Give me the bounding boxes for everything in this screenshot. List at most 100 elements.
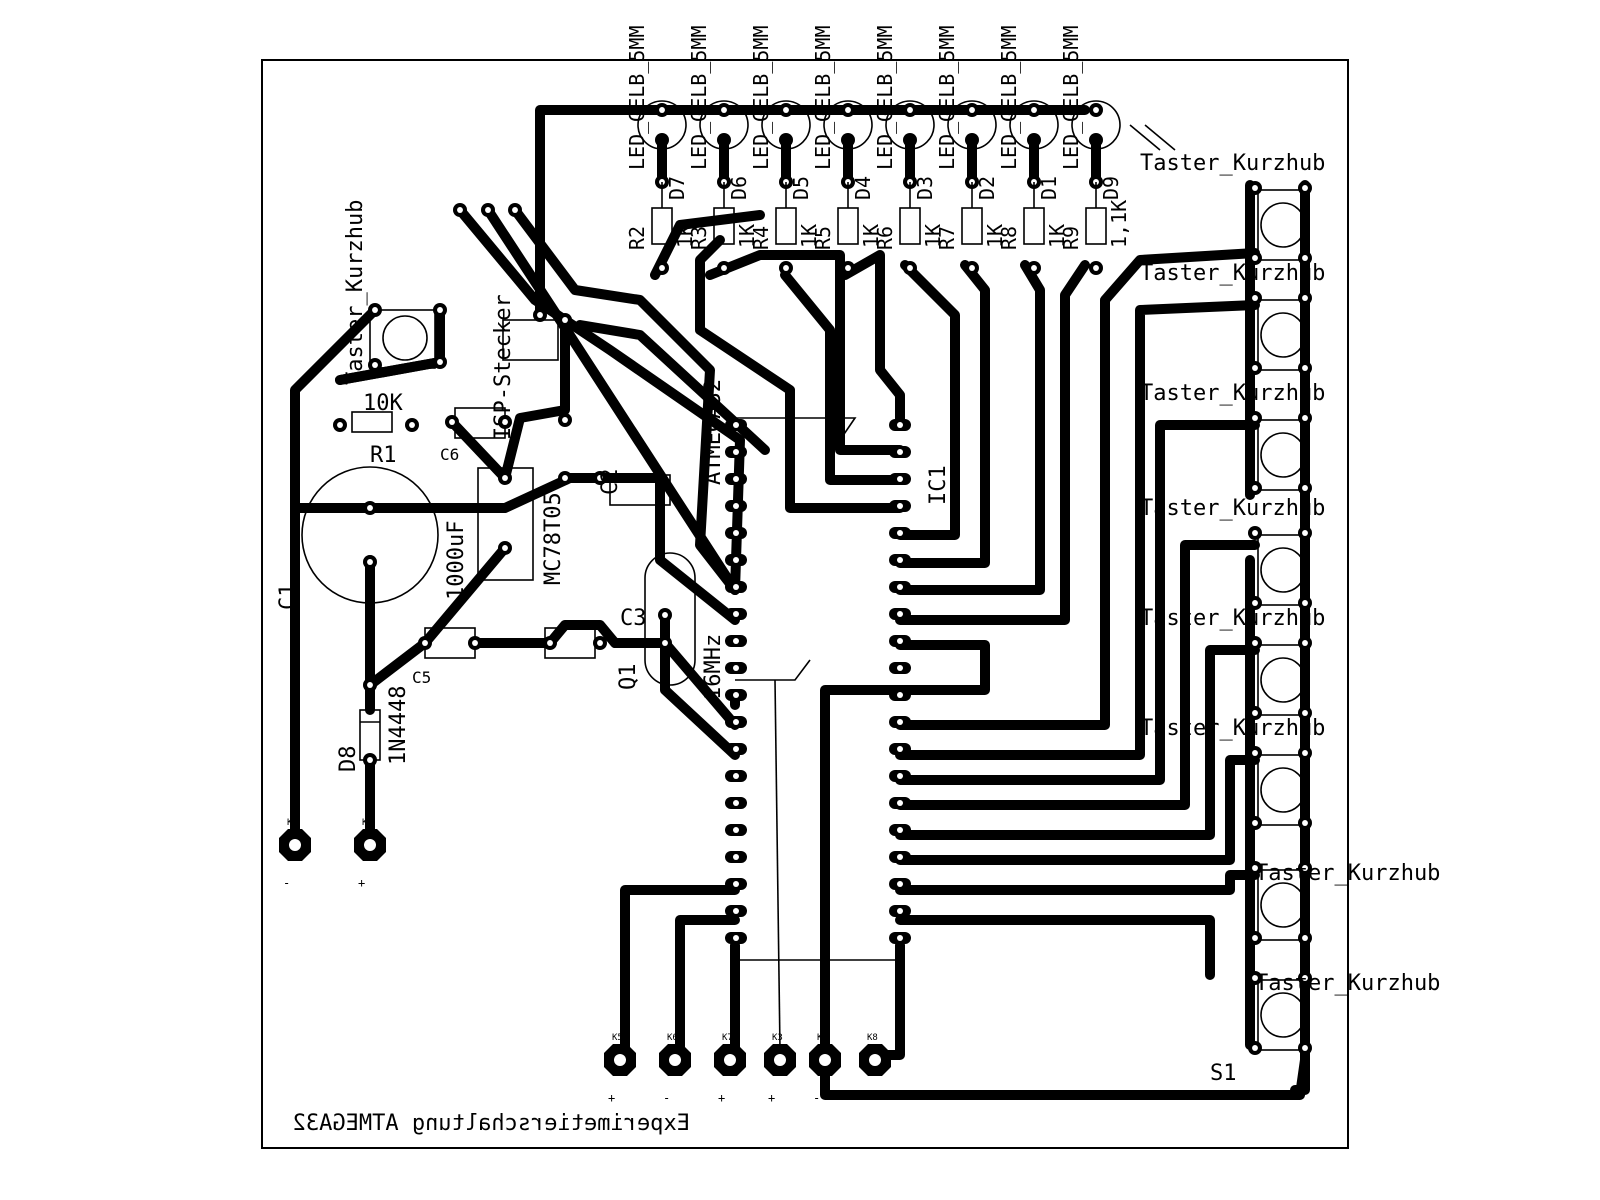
switch-body-7 [1257,869,1309,941]
led-row: LED_GELB_5MMD7LED_GELB_5MMD6LED_GELB_5MM… [625,26,1123,201]
ic1-value: ATMEGA32 [701,379,726,485]
ic1-name: IC1 [926,465,951,505]
ic-pin-right-hole-19 [897,908,903,914]
ic-pin-left-hole-2 [733,449,739,455]
connector-polarity: - [283,876,290,890]
switch-pad-4d-hole [1302,600,1308,606]
resistor-value-label: 1K [859,224,883,248]
resistor-pad-bot-7-hole [1031,265,1037,271]
led-name-label: D2 [975,176,999,200]
led-pad-a-6-hole [969,107,975,113]
connector-label: K4 [817,1033,828,1043]
ic-pin-left-hole-17 [733,854,739,860]
connector-label: K5 [612,1033,623,1043]
switch-body-2 [1257,299,1309,371]
pad-15-hole [597,475,603,481]
resistor-value-label: 1K [1045,224,1069,248]
c1-name: C1 [276,584,301,611]
pad-12-hole [502,545,508,551]
connector-polarity: - [813,1091,820,1105]
resistor-body-5 [899,207,921,245]
resistor-pad-bot-2-hole [721,265,727,271]
resistor-name-label: R2 [625,226,649,250]
ic-pin-left-hole-4 [733,503,739,509]
c5-name: C5 [412,668,431,687]
pad-21-hole [662,612,668,618]
c6-name: C6 [440,445,459,464]
pad-14-hole [562,475,568,481]
pad-3-hole [372,362,378,368]
resistor-name-label: R8 [997,226,1021,250]
switch-pad-6a-hole [1252,750,1258,756]
switch-part-label: Taster_Kurzhub [1140,261,1325,286]
r1-name: R1 [370,443,397,468]
switch-body-5 [1257,644,1309,716]
ic-pin-right-hole-4 [897,503,903,509]
resistor-value-label: 1K [983,224,1007,248]
traces [290,105,1310,1100]
resistor-body-4 [837,207,859,245]
ic-pin-left-hole-20 [733,935,739,941]
d8-name: D8 [336,746,361,773]
resistor-pad-bot-4-hole [845,265,851,271]
switch-pad-6c-hole [1252,820,1258,826]
pad-4-hole [437,359,443,365]
ic-pin-left-hole-13 [733,746,739,752]
led-part-label: LED_GELB_5MM [687,26,711,171]
pad-16-hole [422,640,428,646]
connector-hole-K7 [724,1054,736,1066]
connector-label: K8 [867,1033,878,1043]
led-part-label: LED_GELB_5MM [811,26,835,171]
switch-pad-4c-hole [1252,600,1258,606]
switch-name: S1 [1210,1061,1237,1086]
switch-button-8 [1260,992,1306,1038]
led-pad-a-8-hole [1093,107,1099,113]
switch-body-4 [1257,534,1309,606]
pad-9-hole [367,505,373,511]
ic-pin-left-hole-8 [733,611,739,617]
ic-pin-right-hole-12 [897,719,903,725]
switch-button-7 [1260,882,1306,928]
switch-pad-6d-hole [1302,820,1308,826]
led-name-label: D3 [913,176,937,200]
switch-pad-7d-hole [1302,935,1308,941]
pad-24-hole [457,207,463,213]
pad-25-hole [485,207,491,213]
switch-body-3 [1257,419,1309,491]
resistor-name-label: R7 [935,226,959,250]
switch-part-label: Taster_Kurzhub [1255,861,1440,886]
switch-pad-4b-hole [1302,530,1308,536]
resistor-pad-bot-6-hole [969,265,975,271]
connector-polarity: - [663,1091,670,1105]
switch-button-3 [1260,432,1306,478]
switch-column: Taster_KurzhubTaster_KurzhubTaster_Kurzh… [1140,151,1440,1055]
switch-pad-5b-hole [1302,640,1308,646]
pad-6-hole [409,422,415,428]
regulator-label: MC78T05 [541,492,566,585]
switch-button-6 [1260,767,1306,813]
led-name-label: D4 [851,176,875,200]
ic-pin-left-hole-1 [733,422,739,428]
led-part-label: LED_GELB_5MM [749,26,773,171]
ic-pin-left-hole-10 [733,665,739,671]
ic-pin-left-hole-19 [733,908,739,914]
connector-label: K6 [667,1033,678,1043]
switch-pad-2d-hole [1302,365,1308,371]
switch-part-label: Taster_Kurzhub [1140,606,1325,631]
ic-pin-right-hole-18 [897,881,903,887]
connector-label: K1 [362,818,373,828]
resistor-name-label: R3 [687,226,711,250]
resistor-pad-bot-1-hole [659,265,665,271]
board-outline [261,59,1349,1149]
ic-pin-right-hole-16 [897,827,903,833]
led-part-label: LED_GELB_5MM [625,26,649,171]
resistor-body-8 [1085,207,1107,245]
connector-hole-K5 [614,1054,626,1066]
switch-pad-6b-hole [1302,750,1308,756]
ic-pin-left-hole-6 [733,557,739,563]
resistor-body-6 [961,207,983,245]
led-part-label: LED_GELB_5MM [997,26,1021,171]
